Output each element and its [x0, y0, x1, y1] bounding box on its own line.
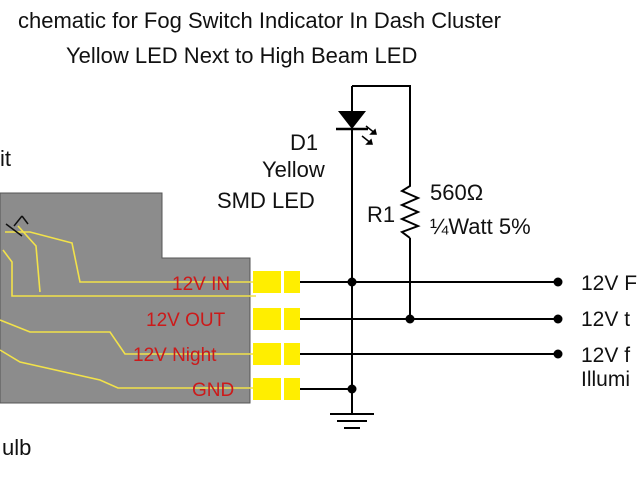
led-ref: D1 — [290, 130, 318, 155]
pin-pad-12v-out-tab — [284, 308, 300, 330]
switch-partial-label: it — [0, 146, 11, 171]
pin-pad-gnd — [253, 378, 281, 400]
pin-pad-12v-in-tab — [284, 271, 300, 293]
ground-icon — [330, 413, 374, 429]
terminal-dot-2 — [553, 314, 563, 324]
fog-switch: 12V IN 12V OUT 12V Night GND — [0, 192, 300, 404]
bulb-partial-label: ulb — [2, 435, 31, 460]
resistor-value: 560Ω — [430, 180, 483, 205]
led-color-label: Yellow — [262, 157, 325, 182]
wire-top-loop — [352, 85, 411, 180]
junction-resistor-12v-out — [405, 314, 415, 324]
led-light-arrows-icon — [361, 125, 377, 145]
switch-component-icon — [5, 215, 29, 237]
resistor-r1-symbol — [399, 180, 421, 239]
internal-traces — [0, 225, 258, 389]
resistor-ref: R1 — [367, 202, 395, 227]
output-label-3: 12V f — [581, 344, 630, 367]
output-label-1: 12V F — [581, 272, 637, 295]
pin-label-12v-in: 12V IN — [172, 274, 230, 295]
pin-pad-12v-night — [253, 343, 281, 365]
pin-pads — [253, 271, 300, 400]
led-triangle — [338, 111, 366, 129]
title-line-1: chematic for Fog Switch Indicator In Das… — [18, 8, 501, 33]
output-label-2: 12V t — [581, 308, 630, 331]
terminal-dot-1 — [553, 277, 563, 287]
resistor-rating: ¼Watt 5% — [430, 214, 531, 239]
pin-pad-gnd-tab — [284, 378, 300, 400]
junction-led-12v-in — [347, 277, 357, 287]
pin-label-12v-night: 12V Night — [133, 345, 217, 366]
title-line-2: Yellow LED Next to High Beam LED — [66, 43, 417, 68]
terminal-dot-3 — [553, 349, 563, 359]
led-type-label: SMD LED — [217, 188, 315, 213]
junction-gnd — [347, 384, 357, 394]
pin-label-12v-out: 12V OUT — [146, 310, 226, 331]
led-d1-symbol — [336, 111, 377, 145]
output-label-4: Illumi — [581, 368, 630, 391]
pin-pad-12v-night-tab — [284, 343, 300, 365]
wires — [300, 85, 556, 414]
pin-pad-12v-out — [253, 308, 281, 330]
junction-dots — [347, 277, 563, 394]
pin-pad-12v-in — [253, 271, 281, 293]
switch-body — [0, 192, 251, 404]
pin-label-gnd: GND — [192, 380, 234, 401]
